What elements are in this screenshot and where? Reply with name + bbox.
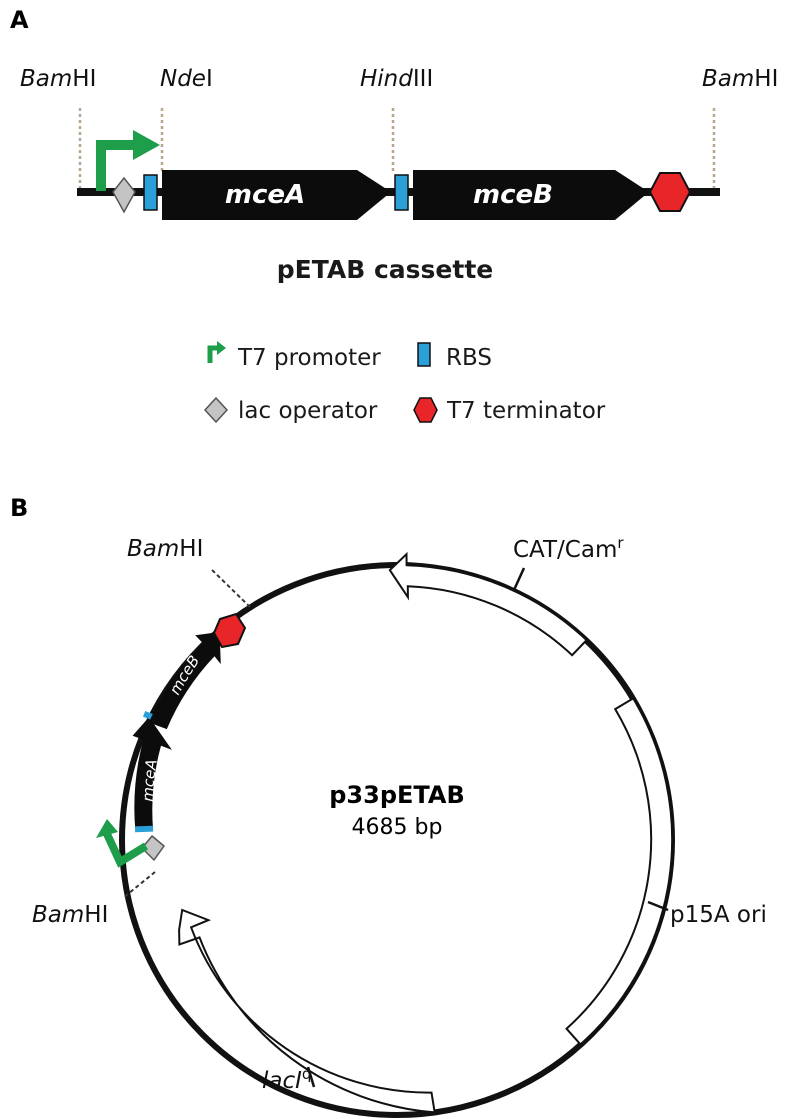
- cat-gene-arrow: [388, 551, 589, 657]
- legend-lac-operator: lac operator: [238, 398, 378, 424]
- rbs-icon: [394, 174, 409, 211]
- bamhi-bottom-label: BamHI: [32, 902, 108, 928]
- laci-gene-arrow: [178, 908, 436, 1114]
- mceb-gene-label: mceB: [473, 180, 553, 210]
- cassette-title: pETAB cassette: [277, 255, 493, 284]
- plasmid-operator-icon: [140, 834, 166, 862]
- lac-operator-icon: [112, 176, 136, 214]
- plasmid-promoter-icon: [96, 819, 149, 868]
- site-label-hindiii: HindIII: [360, 66, 433, 92]
- bamhi-top-label: BamHI: [127, 536, 203, 562]
- plasmid-name: p33pETAB: [329, 781, 465, 809]
- plasmid-size: 4685 bp: [352, 815, 443, 840]
- rbs-mark-a: [134, 825, 154, 833]
- panel-a-label: A: [10, 6, 29, 34]
- cat-leader-line: [512, 567, 526, 591]
- ori-leader-line: [647, 900, 669, 912]
- mcea-gene-arc: [132, 717, 172, 830]
- p15a-ori-box: [565, 697, 674, 1046]
- cat-label: CAT/Camr: [513, 534, 624, 563]
- legend-terminator-icon: [413, 397, 438, 423]
- mcea-arc-label: mceA: [139, 758, 161, 802]
- legend-t7-promoter: T7 promoter: [237, 345, 381, 371]
- legend-t7-terminator: T7 terminator: [446, 398, 606, 424]
- mcea-gene-label: mceA: [225, 180, 305, 210]
- site-label-bamhi-right: BamHI: [702, 66, 778, 92]
- site-label-bamhi-left: BamHI: [20, 66, 96, 92]
- mceb-gene-arc: [148, 632, 221, 730]
- p15a-ori-label: p15A ori: [670, 902, 767, 928]
- panel-b-label: B: [10, 494, 28, 522]
- legend-promoter-icon: [207, 341, 226, 363]
- plasmid-terminator-icon: [212, 612, 247, 649]
- legend-operator-icon: [203, 396, 229, 424]
- laci-leader-line: [306, 1066, 316, 1088]
- t7-terminator-icon: [648, 172, 692, 212]
- mcea-gene-arrow: [162, 170, 391, 220]
- laci-label: lacIq: [262, 1065, 311, 1094]
- legend-rbs: RBS: [446, 345, 492, 371]
- legend-rbs-icon: [417, 342, 431, 367]
- t7-promoter-icon: [96, 130, 160, 191]
- rbs-icon: [143, 174, 158, 211]
- site-label-ndei: NdeI: [160, 66, 213, 92]
- legend: T7 promoter RBS lac operator T7 terminat…: [203, 341, 606, 424]
- mceb-gene-arrow: [413, 170, 649, 220]
- bamhi-top-site-line: [209, 567, 251, 608]
